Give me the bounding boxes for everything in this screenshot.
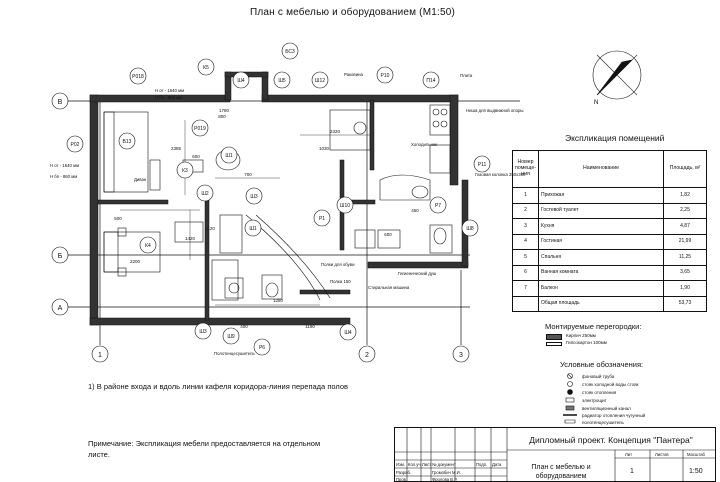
drawing-title: План с мебелью и оборудованием (М1:50) (250, 7, 456, 18)
svg-text:Полка 150: Полка 150 (330, 279, 351, 284)
svg-text:3: 3 (459, 352, 463, 359)
note-floor-level: 1) В районе входа и вдоль линии кафеля к… (88, 382, 348, 391)
svg-text:Стиральная машина: Стиральная машина (368, 285, 410, 290)
svg-text:Б: Б (58, 253, 63, 260)
svg-text:Ш2: Ш2 (201, 191, 209, 197)
svg-text:Ш8: Ш8 (466, 226, 474, 232)
partitions-heading: Монтируемые перегородки: (545, 322, 642, 331)
svg-text:2385: 2385 (171, 146, 182, 151)
tag-label: Р018 (132, 74, 144, 80)
svg-text:N: N (594, 100, 598, 106)
svg-text:Ш9: Ш9 (227, 334, 235, 340)
svg-text:1030: 1030 (319, 146, 330, 151)
svg-text:1280: 1280 (273, 298, 284, 303)
svg-text:Газовая колонка 250х300: Газовая колонка 250х300 (475, 172, 526, 177)
svg-text:600: 600 (384, 232, 392, 237)
svg-text:Р10: Р10 (381, 73, 390, 79)
svg-text:Ш4: Ш4 (237, 78, 245, 84)
svg-text:Р1: Р1 (319, 216, 325, 222)
svg-text:500: 500 (114, 216, 122, 221)
legend-symbols-icon (563, 373, 577, 424)
svg-text:Полки для обуви: Полки для обуви (321, 262, 355, 267)
col-header-num: Номер помеще-ния (512, 150, 539, 188)
svg-text:400: 400 (240, 324, 248, 329)
sheet-title: План с мебелью и оборудованием (531, 464, 591, 480)
svg-text:П14: П14 (426, 78, 435, 84)
svg-text:Н от - 1640 мм: Н от - 1640 мм (50, 163, 79, 168)
svg-text:Р02: Р02 (71, 142, 80, 148)
svg-text:А: А (58, 305, 63, 312)
svg-text:Раковина: Раковина (344, 72, 363, 77)
svg-text:2: 2 (365, 352, 369, 359)
svg-text:К5: К5 (203, 65, 209, 71)
svg-text:Н бп - 860 мм: Н бп - 860 мм (50, 174, 77, 179)
svg-text:450: 450 (411, 208, 419, 213)
svg-text:Р11: Р11 (478, 162, 487, 168)
svg-text:1420: 1420 (185, 236, 196, 241)
north-arrow-icon (592, 50, 642, 100)
explication-table: Номер помеще-ния Наименование Площадь, м… (512, 150, 707, 312)
svg-text:Н от - 1640 мм: Н от - 1640 мм (155, 88, 184, 93)
explication-caption: Экспликация помещений (565, 133, 665, 143)
svg-text:800: 800 (218, 114, 226, 119)
svg-text:Р7: Р7 (435, 203, 441, 209)
svg-text:Плита: Плита (460, 73, 473, 78)
svg-text:Полотенцесушитель: Полотенцесушитель (214, 351, 256, 356)
svg-text:Ш1: Ш1 (249, 226, 257, 232)
brick-swatch (546, 334, 562, 340)
axis-row-label: В (58, 99, 63, 106)
svg-text:К3: К3 (182, 168, 188, 174)
svg-text:1780: 1780 (219, 108, 230, 113)
svg-text:Р019: Р019 (194, 126, 206, 132)
svg-text:В13: В13 (123, 139, 132, 145)
svg-text:700: 700 (244, 172, 252, 177)
svg-text:Р6: Р6 (259, 345, 265, 351)
svg-text:Н бп - 860 мм: Н бп - 860 мм (155, 95, 182, 100)
title-block: Дипломный проект. Концепция "Пантера" Из… (394, 427, 716, 482)
svg-text:Ш12: Ш12 (315, 78, 325, 84)
svg-text:БС3: БС3 (285, 49, 295, 55)
svg-text:Ш10: Ш10 (340, 203, 350, 209)
axis-col-label: 1 (98, 352, 102, 359)
svg-text:Ш5: Ш5 (278, 78, 286, 84)
svg-text:600: 600 (192, 154, 200, 159)
svg-text:К4: К4 (145, 243, 151, 249)
project-name: Дипломный проект. Концепция "Пантера" (529, 435, 693, 445)
svg-text:Ш3: Ш3 (250, 194, 258, 200)
svg-text:Ш4: Ш4 (344, 330, 352, 336)
svg-text:Ш3: Ш3 (199, 329, 207, 335)
svg-text:Диван: Диван (134, 177, 147, 182)
svg-text:Холодильник: Холодильник (411, 142, 437, 147)
col-header-area: Площадь, м² (663, 150, 707, 188)
svg-text:1120: 1120 (205, 226, 215, 231)
svg-text:1190: 1190 (305, 324, 315, 329)
col-header-name: Наименование (538, 150, 664, 188)
legend-heading: Условные обозначения: (560, 360, 644, 369)
svg-text:Гигиенический душ: Гигиенический душ (398, 271, 437, 276)
note-furniture: Примечание: Экспликация мебели предостав… (88, 439, 321, 459)
drywall-swatch (546, 342, 562, 346)
svg-text:2200: 2200 (130, 259, 141, 264)
svg-text:Ш1: Ш1 (225, 153, 233, 159)
svg-text:Ниша для выдвижной опоры: Ниша для выдвижной опоры (466, 108, 523, 113)
svg-text:2320: 2320 (330, 129, 341, 134)
